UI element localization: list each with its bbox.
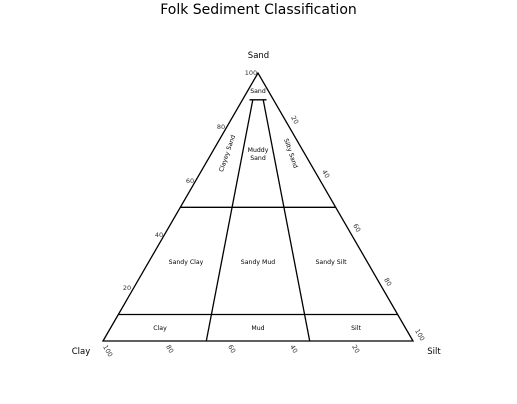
- tick-left-80: 80: [217, 123, 225, 131]
- tick-bottom-80: 80: [164, 343, 175, 354]
- tick-right-60: 60: [351, 222, 362, 233]
- tick-bottom-100: 100: [101, 344, 114, 359]
- tick-right-100: 100: [413, 328, 426, 343]
- vertex-label-clay: Clay: [72, 347, 91, 357]
- tick-right-40: 40: [320, 168, 331, 179]
- tick-bottom-20: 20: [350, 343, 361, 354]
- boundary-ratio-silt: [262, 99, 311, 342]
- region-label-clay: Clay: [153, 325, 167, 332]
- diagram-title: Folk Sediment Classification: [160, 2, 357, 18]
- region-label-silt: Silt: [351, 325, 361, 332]
- tick-bottom-40: 40: [288, 343, 299, 354]
- vertex-label-sand: Sand: [248, 51, 269, 61]
- region-label-silty-sand: Silty Sand: [282, 138, 299, 170]
- region-label-muddy: Muddy: [248, 147, 269, 154]
- tick-right-80: 80: [382, 276, 393, 287]
- region-label-clayey-sand: Clayey Sand: [218, 134, 237, 173]
- region-label-muddy-sand-line2: Sand: [250, 155, 266, 162]
- region-label-sandy-silt: Sandy Silt: [316, 259, 348, 266]
- region-label-mud: Mud: [251, 325, 264, 332]
- tick-left-60: 60: [186, 177, 194, 185]
- tick-right-20: 20: [289, 114, 300, 125]
- vertex-label-silt: Silt: [427, 347, 441, 357]
- region-label-sand: Sand: [250, 88, 266, 95]
- tick-left-20: 20: [123, 284, 131, 292]
- tick-left-100: 100: [245, 69, 257, 77]
- tick-left-40: 40: [155, 231, 163, 239]
- tick-bottom-60: 60: [226, 343, 237, 354]
- boundary-ratio-clay: [205, 99, 254, 342]
- region-label-sandy-clay: Sandy Clay: [169, 259, 204, 266]
- region-label-sandy-mud: Sandy Mud: [241, 259, 275, 266]
